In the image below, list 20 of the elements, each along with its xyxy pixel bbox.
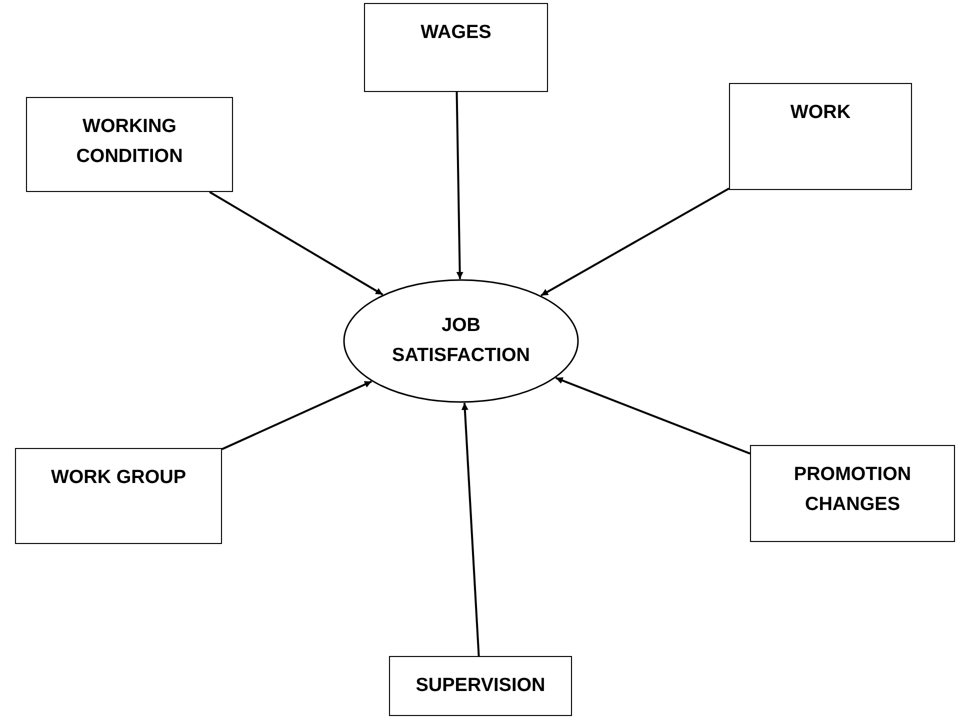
factor-box	[729, 83, 912, 190]
arrow	[222, 380, 372, 450]
arrow	[209, 191, 384, 296]
node-label: PROMOTION CHANGES	[792, 463, 912, 518]
arrow	[540, 188, 730, 296]
arrow	[456, 92, 464, 280]
node-label: SUPERVISION	[416, 674, 546, 698]
factor-box	[26, 97, 233, 192]
node-label: WORK GROUP	[50, 466, 186, 490]
factor-box	[364, 3, 548, 92]
node-label: JOB SATISFACTION	[391, 314, 531, 368]
arrow	[555, 377, 750, 454]
factor-box	[750, 445, 955, 542]
node-label: WORK	[790, 101, 851, 125]
ellipse-node	[343, 279, 579, 403]
node-label: WORKING CONDITION	[75, 115, 184, 170]
factor-box	[15, 448, 222, 544]
arrow	[461, 402, 480, 656]
factor-box	[389, 656, 572, 716]
node-label: WAGES	[420, 21, 492, 45]
